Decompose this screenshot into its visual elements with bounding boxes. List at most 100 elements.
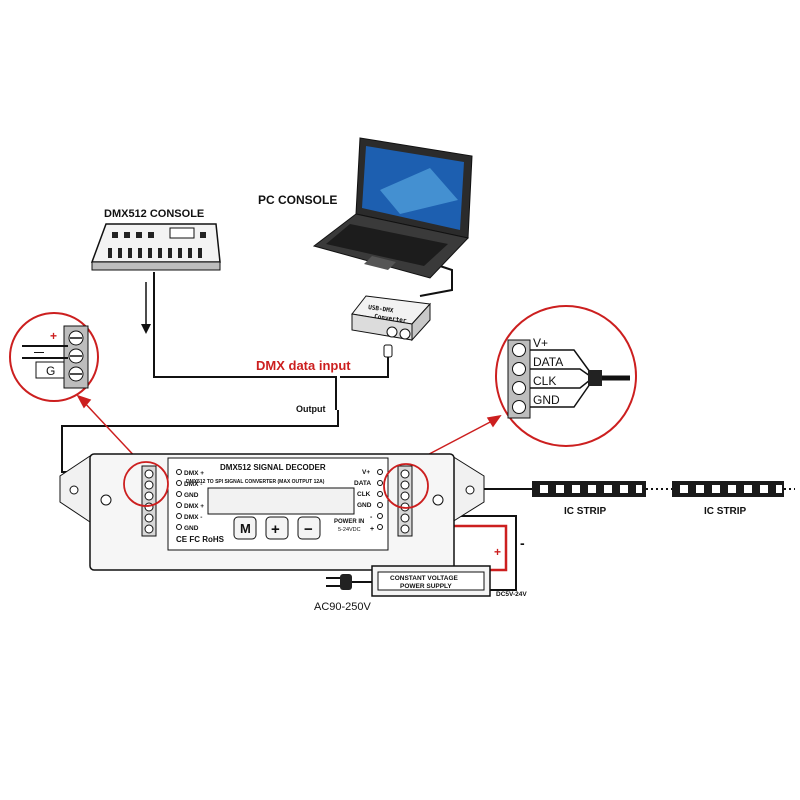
output-label: Output xyxy=(296,404,326,414)
pin-dot xyxy=(176,513,182,519)
pin-label-vplus: V+ xyxy=(533,336,548,350)
pin-label-gnd: GND xyxy=(533,393,560,407)
decoder-subtitle: DMX512 TO SPI SIGNAL CONVERTER (MAX OUTP… xyxy=(186,479,325,485)
led xyxy=(636,485,642,493)
strip-leds xyxy=(680,485,782,493)
power-minus-label: - xyxy=(370,514,373,521)
ground-box xyxy=(35,361,65,379)
fader xyxy=(168,248,172,258)
left-callout-leader xyxy=(81,399,141,463)
power-voltage-label: 5-24VDC xyxy=(338,527,361,533)
led xyxy=(760,485,768,493)
psu-minus-wire xyxy=(414,515,517,591)
dmx-console-front xyxy=(91,261,221,271)
left-pin-label: DMX + xyxy=(184,470,204,477)
plus-button[interactable] xyxy=(265,516,289,540)
dmx-console-faders xyxy=(108,232,206,258)
plus-button-label: + xyxy=(271,521,280,538)
left-minus-label: — xyxy=(34,347,44,358)
left-pin-label: DMX + xyxy=(184,503,204,510)
psu-label-1: CONSTANT VOLTAGE xyxy=(390,575,459,582)
decoder-buttons: M + − xyxy=(233,516,321,540)
fader xyxy=(148,248,152,258)
led xyxy=(712,485,720,493)
decoder-right-pins: V+ DATA CLK GND POWER IN 5-24VDC - + xyxy=(334,469,383,533)
pin-dot xyxy=(377,469,383,475)
console-key xyxy=(136,232,142,238)
terminal-screw xyxy=(400,513,410,523)
ac-input-label: AC90-250V xyxy=(314,601,372,613)
led xyxy=(556,485,564,493)
power-supply: CONSTANT VOLTAGE POWER SUPPLY + - DC5V-2… xyxy=(314,535,527,613)
right-highlight-ring xyxy=(383,463,429,509)
console-key xyxy=(148,232,154,238)
mount-hole xyxy=(465,485,475,495)
pin-dot xyxy=(377,491,383,497)
mode-button[interactable] xyxy=(233,516,257,540)
dmx-console-title: DMX512 CONSOLE xyxy=(104,208,204,220)
terminal-screw xyxy=(144,469,154,479)
right-pin-label: GND xyxy=(357,502,372,509)
power-in-label: POWER IN xyxy=(334,519,364,525)
wires xyxy=(61,261,795,591)
console-key xyxy=(112,232,118,238)
left-pin-label: GND xyxy=(184,492,199,499)
terminal-screw xyxy=(144,513,154,523)
pin-dot xyxy=(377,524,383,530)
screw xyxy=(512,381,526,395)
mount-hole xyxy=(69,485,79,495)
pin-dot xyxy=(377,513,383,519)
pin-label-data: DATA xyxy=(533,355,563,369)
pin-dot xyxy=(377,502,383,508)
left-pin-label: GND xyxy=(184,525,199,532)
psu-inner xyxy=(377,571,485,591)
converter-side xyxy=(411,302,431,342)
fader xyxy=(138,248,142,258)
terminal-screw xyxy=(400,491,410,501)
terminal-screw xyxy=(144,480,154,490)
psu-label-2: POWER SUPPLY xyxy=(400,583,452,590)
left-plus-label: + xyxy=(50,329,57,343)
fader xyxy=(178,248,182,258)
right-pin-lines xyxy=(530,349,591,408)
terminal-screw xyxy=(144,491,154,501)
usb-dmx-converter: USB-DMX Converter xyxy=(351,295,432,358)
strip-leds xyxy=(540,485,642,493)
fader xyxy=(118,248,122,258)
led xyxy=(620,485,628,493)
ic-strip-2: IC STRIP xyxy=(672,481,784,517)
pc-console-title: PC CONSOLE xyxy=(258,193,337,207)
pin-dot xyxy=(176,480,182,486)
converter-label-2: Converter xyxy=(374,313,408,325)
led xyxy=(696,485,704,493)
left-ground-label: G xyxy=(46,364,55,378)
case-screw xyxy=(100,494,112,506)
minus-button[interactable] xyxy=(297,516,321,540)
fader xyxy=(188,248,192,258)
right-callout-circle xyxy=(495,305,637,447)
ic-strip-1: IC STRIP xyxy=(532,481,646,517)
led xyxy=(776,485,782,493)
pin-dot xyxy=(377,480,383,486)
led xyxy=(744,485,752,493)
left-pin-label: DMX - xyxy=(184,481,202,488)
right-callout: V+ DATA CLK GND xyxy=(495,305,637,447)
left-arrowhead xyxy=(76,394,92,409)
dmx-data-input-label: DMX data input xyxy=(256,358,351,373)
terminal-screw xyxy=(400,480,410,490)
mode-button-label: M xyxy=(240,521,251,536)
minus-button-label: − xyxy=(304,521,313,538)
data-wire xyxy=(566,368,591,377)
right-pin-label: CLK xyxy=(357,491,371,498)
pin-dot xyxy=(176,524,182,530)
laptop-keyboard xyxy=(326,224,448,266)
led xyxy=(680,485,688,493)
dc-output-label: DC5V-24V xyxy=(496,591,527,598)
right-pin-label: V+ xyxy=(362,469,370,476)
fader xyxy=(158,248,162,258)
gnd-wire xyxy=(566,383,591,408)
left-highlight-ring xyxy=(123,461,169,507)
laptop-touchpad xyxy=(364,256,396,270)
led xyxy=(588,485,596,493)
